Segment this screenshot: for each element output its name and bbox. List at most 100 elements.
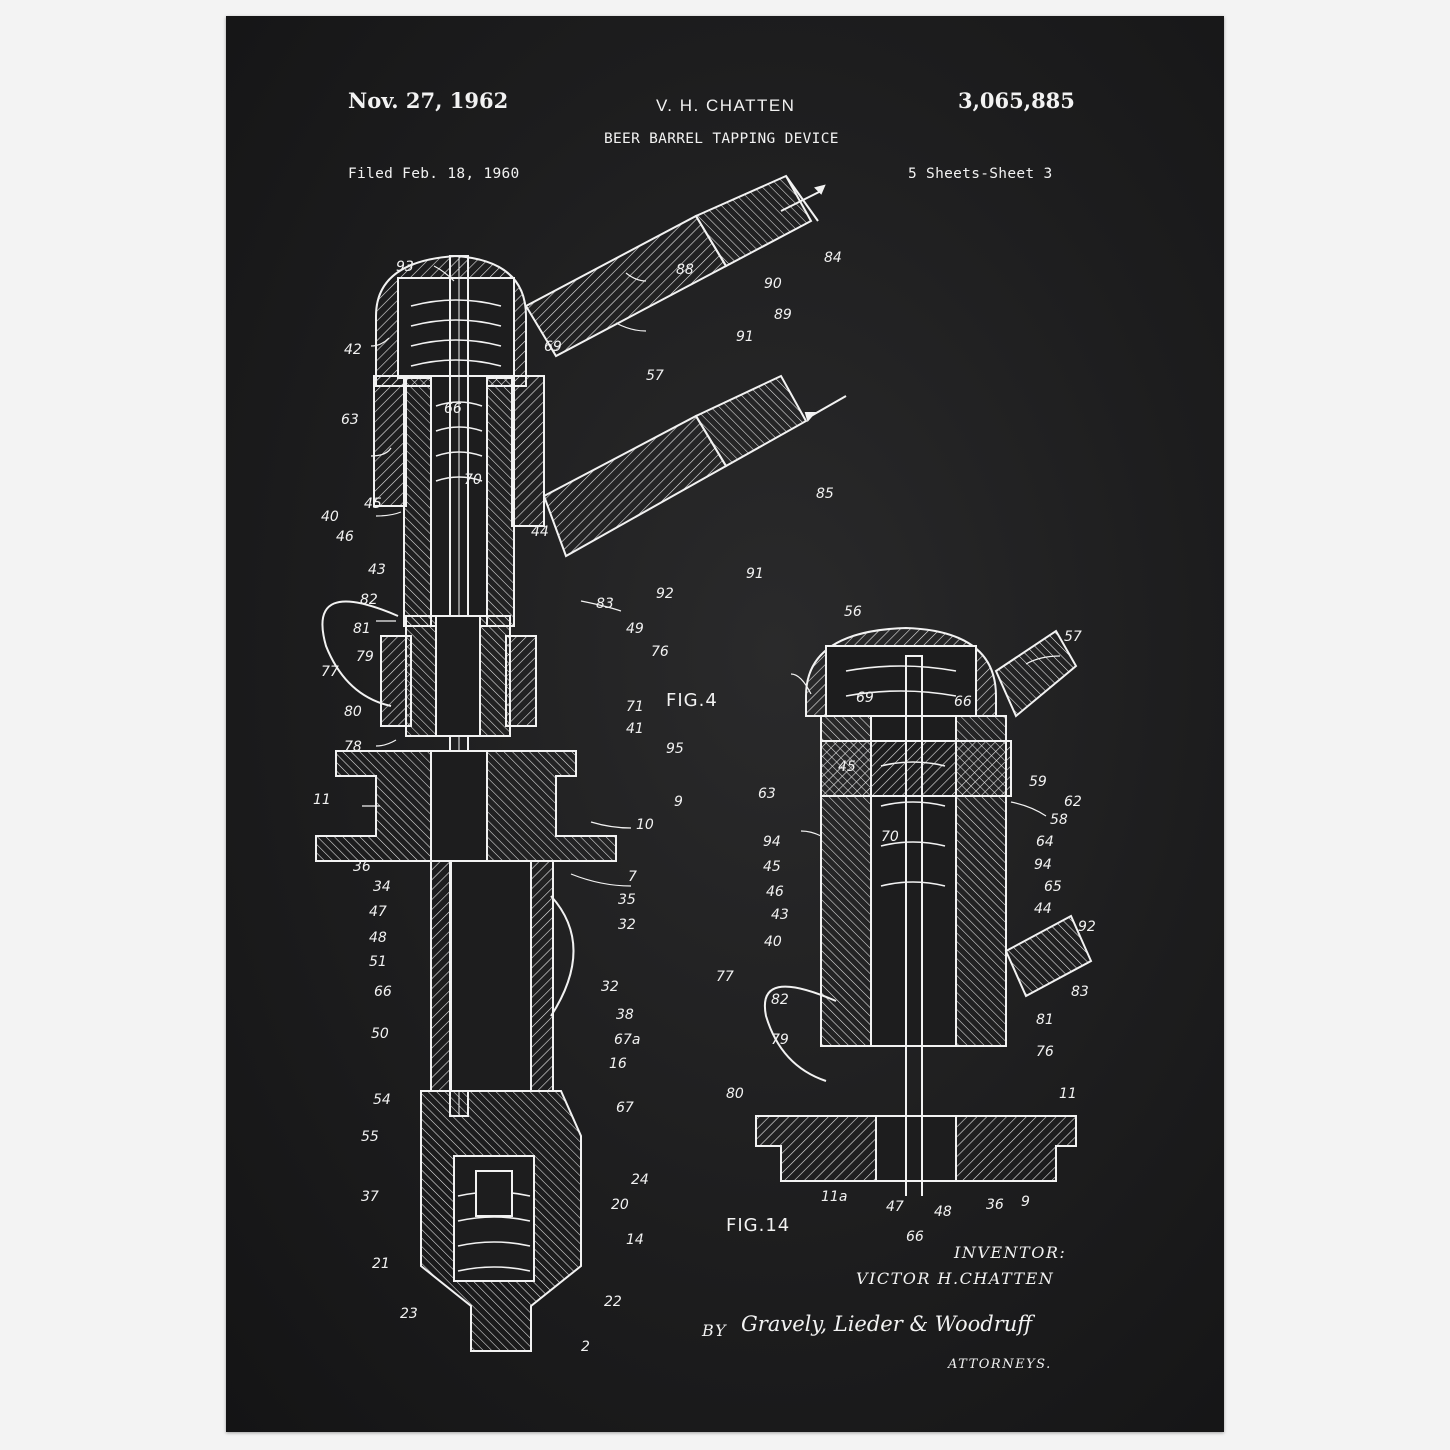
fig14-label: 62: [1064, 794, 1082, 810]
patent-poster: Nov. 27, 1962 V. H. CHATTEN 3,065,885 BE…: [226, 16, 1224, 1432]
fig14-label: 44: [1034, 901, 1052, 917]
fig4-label: 90: [764, 276, 782, 292]
fig4-lever-loop: [321, 600, 399, 707]
fig4-label: 55: [361, 1129, 379, 1145]
fig4-label: 37: [361, 1189, 379, 1205]
fig4-label: 91: [736, 329, 754, 345]
fig4-label: 2: [581, 1339, 590, 1355]
leader-lines: [361, 265, 1061, 887]
fig14-label: 64: [1036, 834, 1054, 850]
fig4-label: 40: [321, 509, 339, 525]
fig14-label: 76: [1036, 1044, 1054, 1060]
patent-sheet-number: 5 Sheets-Sheet 3: [908, 166, 1053, 182]
fig4-label: 50: [371, 1026, 389, 1042]
fig4-label: 77: [321, 664, 339, 680]
fig4-label: 81: [353, 621, 371, 637]
fig4-label: 36: [353, 859, 371, 875]
fig4-label: 35: [618, 892, 636, 908]
fig4-label: 66: [374, 984, 392, 1000]
fig14-label: 9: [1021, 1194, 1030, 1210]
fig4-label: 32: [601, 979, 619, 995]
fig14-label: 94: [1034, 857, 1052, 873]
fig4-label: 10: [636, 817, 654, 833]
fig14-label: 63: [758, 786, 776, 802]
fig4-lower-spring: [457, 1191, 531, 1272]
attorneys-signature: Gravely, Lieder & Woodruff: [741, 1312, 1035, 1336]
fig14-label: 65: [1044, 879, 1062, 895]
fig4-label: 78: [344, 739, 362, 755]
fig4-label: 67: [616, 1100, 634, 1116]
patent-date: Nov. 27, 1962: [348, 88, 509, 113]
fig14-label: 57: [1064, 629, 1082, 645]
by-caption: BY: [701, 1321, 727, 1340]
fig4-part-labels: 93 42 63 40 45 46 43 82 81 77 79 80 78 1…: [313, 250, 842, 1355]
fig14-label: 81: [1036, 1012, 1054, 1028]
fig4-label: 71: [626, 699, 644, 715]
fig4-label: 69: [544, 339, 562, 355]
fig4-drawing: [315, 174, 847, 1352]
fig4-label: 41: [626, 721, 644, 737]
fig14-label: 40: [764, 934, 782, 950]
fig14-outlet-tube: [994, 629, 1078, 718]
fig14-label: 36: [986, 1197, 1004, 1213]
fig4-label: 34: [373, 879, 391, 895]
fig14-label: 11a: [821, 1189, 847, 1205]
fig4-outlet-tube-lower: [542, 374, 808, 558]
fig4-label: 24: [631, 1172, 649, 1188]
fig4-label: 16: [609, 1056, 627, 1072]
fig14-label: 79: [771, 1032, 789, 1048]
fig14-label: 43: [771, 907, 789, 923]
fig14-label: 56: [844, 604, 862, 620]
fig14-lever-loop: [763, 985, 837, 1082]
fig14-label: 48: [934, 1204, 952, 1220]
fig4-label: 48: [369, 930, 387, 946]
fig4-label: 32: [618, 917, 636, 933]
fig4-label: 92: [656, 586, 674, 602]
fig4-label: 80: [344, 704, 362, 720]
technical-drawing: 93 42 63 40 45 46 43 82 81 77 79 80 78 1…: [313, 174, 1096, 1372]
fig4-label: 67a: [614, 1032, 640, 1048]
fig4-label: 83: [596, 596, 614, 612]
fig4-label: 11: [313, 792, 331, 808]
fig4-label: 95: [666, 741, 684, 757]
fig4-label: 45: [364, 496, 382, 512]
patent-filed-date: Filed Feb. 18, 1960: [348, 166, 520, 182]
fig14-label: 69: [856, 690, 874, 706]
fig14-drawing: [755, 626, 1093, 1196]
attorneys-caption: ATTORNEYS.: [947, 1357, 1052, 1372]
fig4-label: 51: [369, 954, 387, 970]
fig4-label: 93: [396, 259, 414, 275]
fig14-label: 82: [771, 992, 789, 1008]
fig4-label: 57: [646, 368, 664, 384]
fig4-label: 89: [774, 307, 792, 323]
fig4-label: 66: [444, 401, 462, 417]
fig4-label: 76: [651, 644, 669, 660]
fig4-label: 85: [816, 486, 834, 502]
fig14-label: 46: [766, 884, 784, 900]
patent-number: 3,065,885: [958, 88, 1075, 113]
fig14-label: 94: [763, 834, 781, 850]
fig4-label: 42: [344, 342, 362, 358]
fig4-label: 88: [676, 262, 694, 278]
fig4-label: 43: [368, 562, 386, 578]
fig4-label: 47: [369, 904, 387, 920]
fig4-label: 44: [531, 524, 549, 540]
fig4-label: 70: [464, 472, 482, 488]
fig4-label: 54: [373, 1092, 391, 1108]
fig4-label: 14: [626, 1232, 644, 1248]
fig14-label: 77: [716, 969, 734, 985]
fig4-label: 21: [372, 1256, 390, 1272]
fig4-label: 23: [400, 1306, 418, 1322]
fig4-label: 49: [626, 621, 644, 637]
fig14-label: 70: [881, 829, 899, 845]
fig4-label: 22: [604, 1294, 622, 1310]
fig14-caption: FIG.14: [726, 1215, 790, 1236]
fig4-label: 46: [336, 529, 354, 545]
patent-inventor-header: V. H. CHATTEN: [656, 96, 796, 115]
fig4-outlet-tube-upper: [524, 174, 819, 358]
patent-title: BEER BARREL TAPPING DEVICE: [604, 131, 839, 147]
fig14-label: 80: [726, 1086, 744, 1102]
inventor-caption: INVENTOR:: [953, 1243, 1066, 1262]
fig4-label: 7: [628, 869, 637, 885]
fig4-upper-spring: [410, 299, 502, 367]
